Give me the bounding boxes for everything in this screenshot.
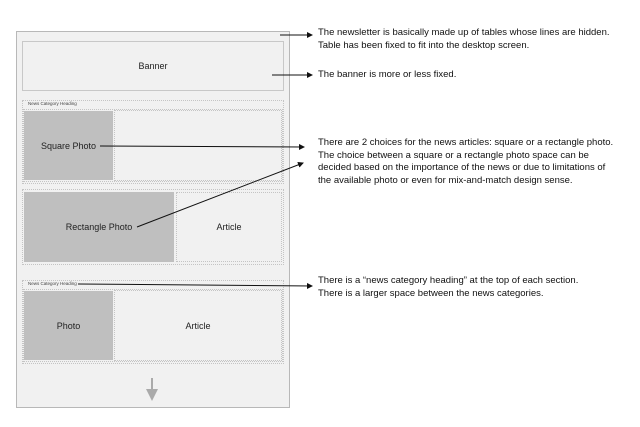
row-photo [23, 289, 283, 362]
photo: Photo [24, 291, 113, 360]
note-line: the available photo or even for mix-and-… [318, 174, 573, 186]
note-line: The newsletter is basically made up of t… [318, 27, 610, 38]
arrow-heading [77, 282, 313, 289]
square-photo: Square Photo [24, 111, 113, 180]
note-line: There is a larger space between the news… [318, 287, 544, 299]
section-1-heading: News Category Heading [28, 101, 77, 106]
note-line: decided based on the importance of the n… [318, 162, 606, 173]
section-2-heading: News Category Heading [28, 281, 77, 286]
note-line: There are 2 choices for the news article… [318, 137, 614, 148]
rectangle-article: Article [176, 192, 282, 262]
note-line: Table has been fixed to fit into the des… [318, 39, 530, 51]
note-photo: There are 2 choices for the news article… [318, 137, 613, 187]
note-line: There is a “news category heading” at th… [318, 275, 579, 286]
row-rectangle [22, 189, 284, 265]
note-table: The newsletter is basically made up of t… [318, 27, 610, 52]
section-2 [22, 280, 284, 364]
note-banner: The banner is more or less fixed. [318, 69, 457, 80]
section-1 [22, 100, 284, 184]
note-line: The choice between a square or a rectang… [318, 149, 589, 161]
rectangle-photo: Rectangle Photo [24, 192, 174, 262]
arrow-rectangle-photo [136, 161, 304, 228]
banner: Banner [22, 41, 284, 91]
square-article [114, 110, 282, 181]
arrow-square-photo [99, 143, 305, 150]
article: Article [114, 290, 282, 361]
row-square [23, 109, 283, 182]
note-heading: There is a “news category heading” at th… [318, 275, 578, 300]
